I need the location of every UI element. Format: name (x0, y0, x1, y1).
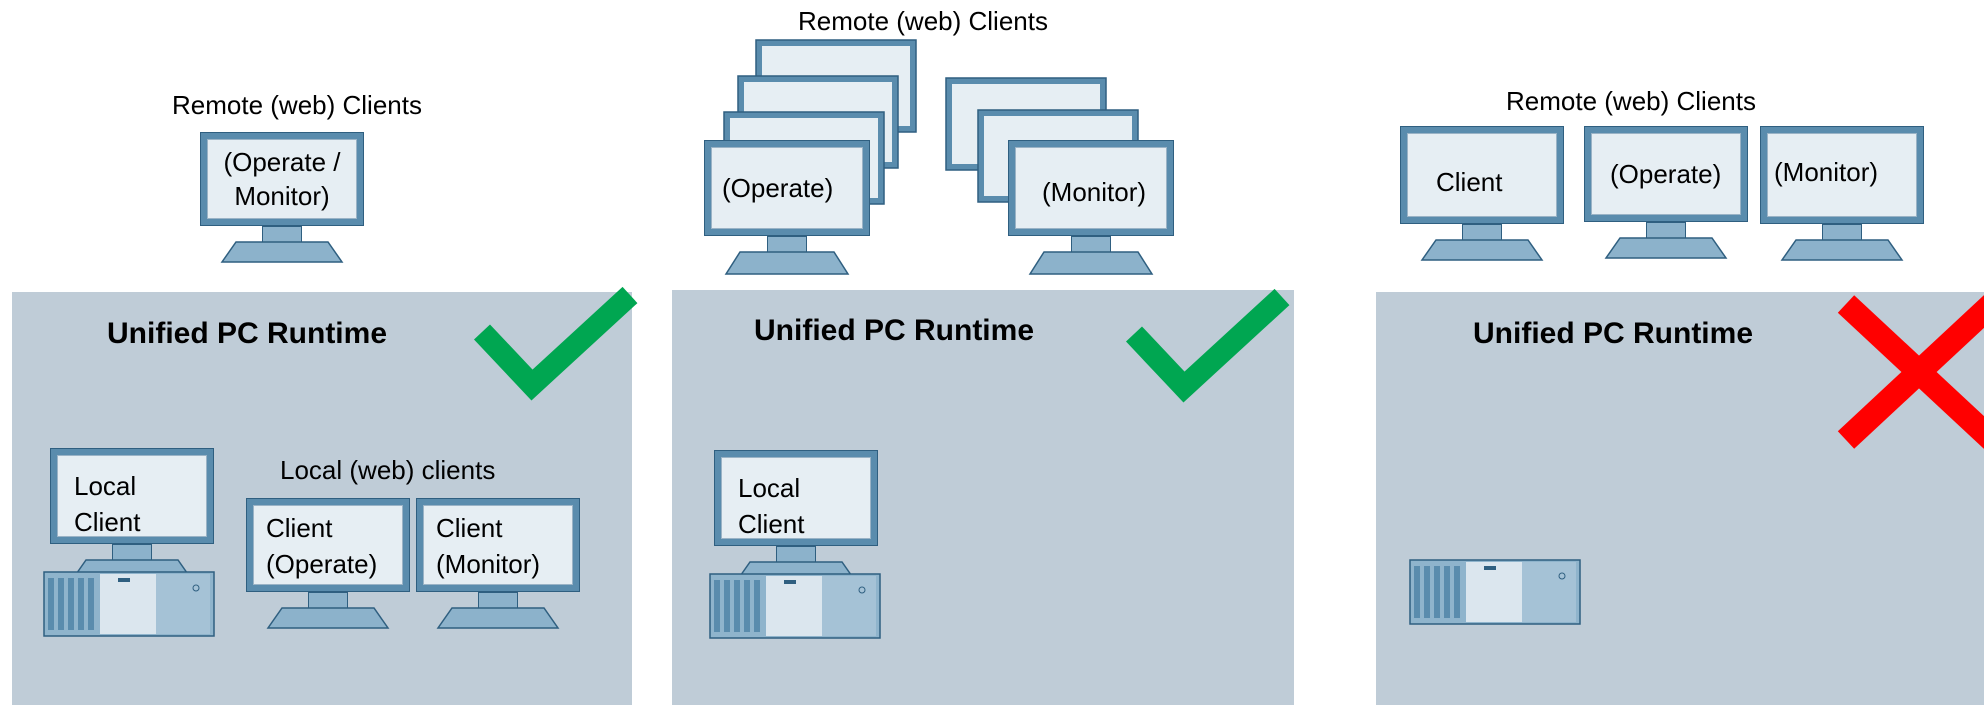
local-client-monitor: Local Client (714, 450, 878, 583)
cross-icon (1837, 295, 1984, 449)
local-client-monitor: Local Client (50, 448, 214, 581)
remote-client-monitor: Client (1400, 126, 1564, 262)
monitor-label-line: Monitor) (234, 181, 330, 211)
remote-client-monitor: (Monitor) (1760, 126, 1924, 262)
monitor-label-line: Local (738, 473, 801, 503)
remote-client-monitor: (Operate) (704, 140, 870, 276)
local-web-client-monitor: Client (Operate) (246, 498, 410, 630)
local-web-clients-caption: Local (web) clients (280, 455, 496, 485)
monitor-label-line: Local (74, 471, 137, 501)
monitor-label-line: (Operate) (1610, 159, 1722, 189)
monitor-label-line: Client (74, 507, 141, 537)
monitor-label-line: (Monitor) (436, 549, 541, 579)
monitor-label-line: (Operate) (266, 549, 378, 579)
pc-tower-icon (43, 571, 215, 637)
remote-clients-caption-1: Remote (web) Clients (172, 90, 422, 120)
remote-clients-caption-2: Remote (web) Clients (798, 6, 1048, 36)
remote-client-monitor: (Operate / Monitor) (200, 132, 364, 264)
monitor-label-line: Client (436, 513, 503, 543)
monitor-label-line: (Monitor) (1774, 157, 1879, 187)
panel-title: Unified PC Runtime (1473, 317, 1754, 350)
panel-title: Unified PC Runtime (754, 314, 1035, 347)
panel-title: Unified PC Runtime (107, 317, 388, 350)
remote-clients-caption-3: Remote (web) Clients (1506, 86, 1756, 116)
monitor-label-line: Client (266, 513, 333, 543)
checkmark-icon (473, 286, 638, 401)
monitor-label-line: Client (1436, 167, 1503, 197)
monitor-label-line: (Operate / (223, 147, 341, 177)
runtime-panel-3 (1376, 292, 1984, 705)
monitor-label-line: Client (738, 509, 805, 539)
checkmark-icon (1125, 288, 1290, 403)
pc-tower-icon (709, 573, 881, 639)
remote-client-monitor: (Operate) (1584, 126, 1748, 260)
monitor-screen: (Operate / Monitor) (200, 132, 364, 226)
monitor-label-line: (Operate) (722, 173, 834, 203)
local-web-client-monitor: Client (Monitor) (416, 498, 580, 630)
monitor-label-line: (Monitor) (1042, 177, 1147, 207)
pc-tower-icon (1409, 559, 1581, 625)
remote-client-monitor: (Monitor) (1008, 140, 1174, 276)
